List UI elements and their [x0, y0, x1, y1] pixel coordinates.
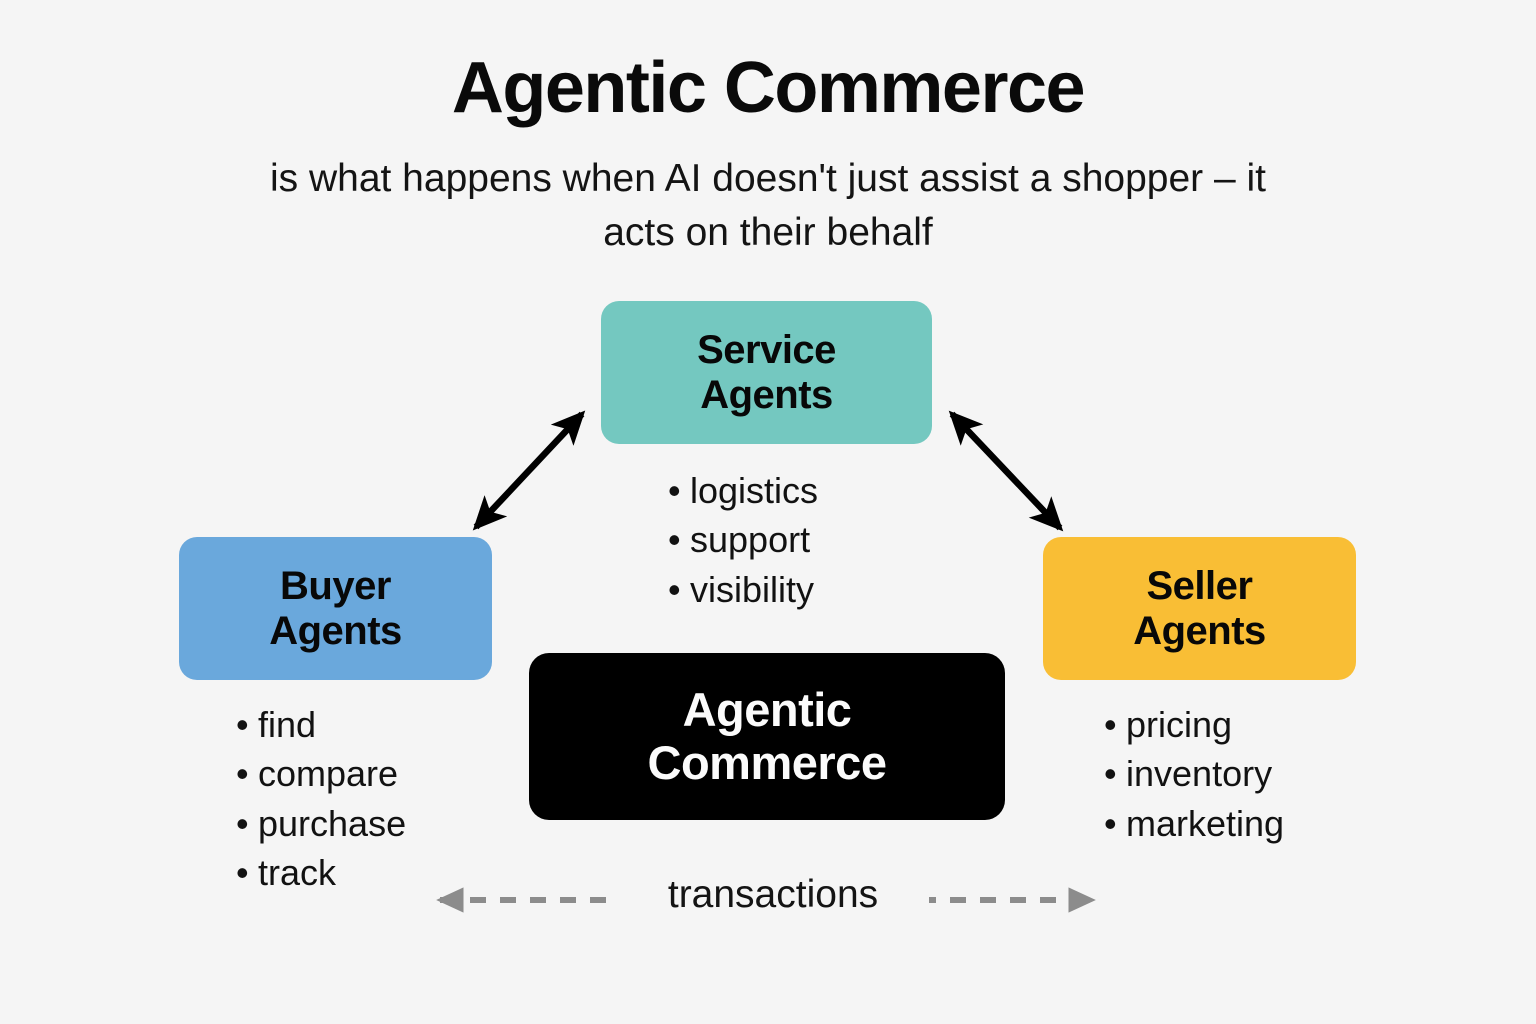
- bullet-item-label: find: [258, 704, 317, 745]
- bullet-dot-icon: •: [236, 704, 249, 745]
- node-seller-agents-label-line2: Agents: [1133, 608, 1266, 653]
- connector-service-seller: [948, 410, 1064, 532]
- bullet-item: •purchase: [236, 799, 406, 848]
- node-seller-agents[interactable]: Seller Agents: [1043, 537, 1356, 680]
- bullet-item: •find: [236, 700, 406, 749]
- transactions-label: transactions: [617, 873, 929, 917]
- node-buyer-agents-label-line1: Buyer: [280, 563, 391, 608]
- node-buyer-agents-label-line2: Agents: [269, 608, 402, 653]
- bullet-list-buyer-agents: •find•compare•purchase•track: [236, 700, 406, 897]
- node-seller-agents-label-line1: Seller: [1146, 563, 1253, 608]
- page-subtitle: is what happens when AI doesn't just ass…: [269, 157, 1267, 254]
- node-agentic-commerce-label: Agentic Commerce: [647, 682, 887, 789]
- bullet-item-label: marketing: [1126, 802, 1285, 844]
- bullet-list-seller-agents: •pricing•inventory•marketing: [1104, 700, 1284, 848]
- bullet-item: •pricing: [1104, 700, 1284, 749]
- bullet-item: •inventory: [1104, 749, 1284, 798]
- bullet-dot-icon: •: [668, 519, 681, 561]
- bullet-item-label: support: [690, 519, 811, 561]
- bullet-list-service-agents: •logistics•support•visibility: [668, 466, 818, 614]
- bullet-item: •track: [236, 848, 406, 897]
- node-service-agents-label-line2: Agents: [700, 372, 833, 417]
- bullet-item-label: compare: [258, 753, 399, 795]
- bullet-item: •support: [668, 515, 818, 564]
- node-service-agents-label-line1: Service: [697, 327, 836, 372]
- node-agentic-commerce[interactable]: Agentic Commerce: [529, 653, 1005, 820]
- bullet-dot-icon: •: [1104, 802, 1117, 844]
- connector-buyer-service: [472, 410, 586, 531]
- bullet-item: •visibility: [668, 565, 818, 614]
- bullet-item-label: track: [258, 851, 337, 893]
- bullet-dot-icon: •: [1104, 704, 1117, 745]
- bullet-dot-icon: •: [668, 470, 681, 511]
- node-buyer-agents-label: Buyer Agents: [269, 564, 402, 654]
- bullet-item: •compare: [236, 749, 406, 798]
- bullet-item-label: purchase: [258, 802, 407, 844]
- bullet-item-label: visibility: [690, 568, 815, 610]
- bullet-item-label: logistics: [690, 470, 819, 511]
- bullet-dot-icon: •: [236, 802, 249, 844]
- bullet-dot-icon: •: [236, 851, 249, 893]
- page-title: Agentic Commerce: [451, 48, 1086, 128]
- node-agentic-commerce-label-line1: Agentic: [682, 682, 852, 736]
- node-seller-agents-label: Seller Agents: [1133, 564, 1266, 654]
- node-agentic-commerce-label-line2: Commerce: [647, 735, 887, 789]
- node-service-agents[interactable]: Service Agents: [601, 301, 932, 444]
- bullet-item: •logistics: [668, 466, 818, 515]
- node-service-agents-label: Service Agents: [697, 328, 836, 418]
- node-buyer-agents[interactable]: Buyer Agents: [179, 537, 492, 680]
- bullet-item-label: inventory: [1126, 753, 1273, 795]
- bullet-dot-icon: •: [1104, 753, 1117, 795]
- bullet-item: •marketing: [1104, 799, 1284, 848]
- bullet-dot-icon: •: [668, 568, 681, 610]
- bullet-dot-icon: •: [236, 753, 249, 795]
- bullet-item-label: pricing: [1126, 704, 1233, 745]
